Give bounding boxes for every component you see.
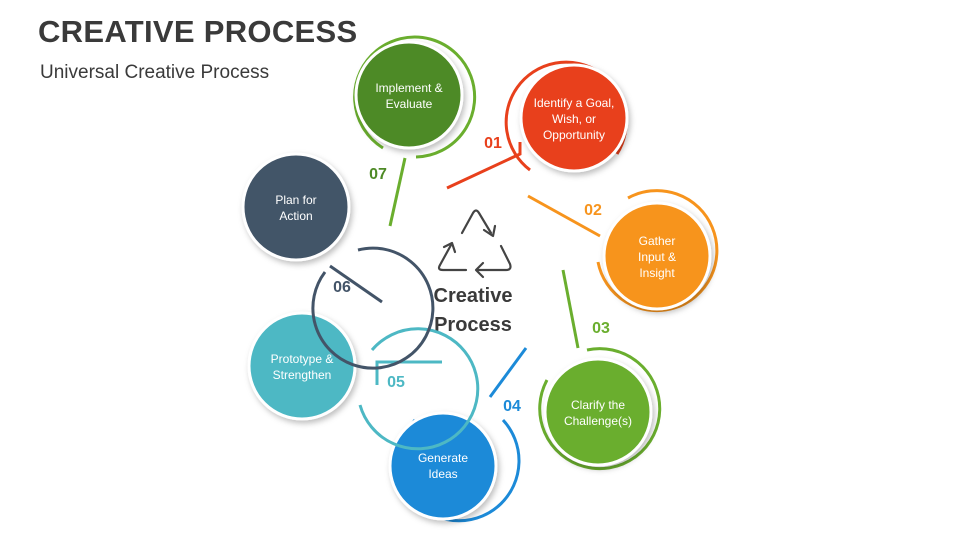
- step-04: 04 Generate Ideas: [388, 347, 528, 523]
- recycle-icon: [437, 209, 512, 279]
- step-02-connector: [527, 194, 601, 238]
- step-07-label-line2: Evaluate: [386, 97, 433, 111]
- step-06: 06 Plan for Action: [241, 152, 435, 370]
- step-01-connector: [446, 142, 522, 190]
- step-07: 07 Implement & Evaluate: [353, 35, 477, 227]
- step-06-ring: [311, 246, 435, 370]
- step-02-number: 02: [584, 202, 602, 219]
- step-01-label-line1: Identify a Goal,: [534, 96, 615, 110]
- page-subtitle: Universal Creative Process: [40, 62, 270, 83]
- step-03-connector: [561, 269, 580, 349]
- step-07-connector: [388, 157, 407, 227]
- step-01-label-line3: Opportunity: [543, 128, 605, 142]
- step-04-circle: [388, 411, 498, 521]
- step-05-label-line2: Strengthen: [273, 368, 332, 382]
- step-03: 03 Clarify the Challenge(s): [538, 269, 662, 471]
- step-04-connector: [488, 347, 528, 398]
- step-02-label-line3: Insight: [639, 266, 675, 280]
- step-05-number: 05: [387, 374, 405, 391]
- center-label-line1: Creative: [434, 285, 513, 307]
- step-02-label-line1: Gather: [639, 234, 676, 248]
- step-05-connector: [375, 360, 442, 385]
- step-06-label-line1: Plan for: [275, 193, 316, 207]
- step-07-circle: [354, 40, 464, 150]
- step-07-ring: [353, 35, 477, 159]
- step-03-label-line1: Clarify the: [571, 398, 625, 412]
- step-05-ring: [358, 327, 480, 451]
- step-01-number: 01: [484, 135, 502, 152]
- step-05-label-line1: Prototype &: [271, 352, 334, 366]
- page-title: CREATIVE PROCESS: [38, 14, 358, 49]
- step-02-ring: [596, 189, 719, 313]
- step-06-connector: [329, 264, 383, 304]
- step-06-circle: [241, 152, 351, 262]
- step-02: 02 Gather Input & Insight: [527, 189, 719, 313]
- step-07-label-line1: Implement &: [375, 81, 442, 95]
- step-03-circle: [543, 357, 653, 467]
- step-06-number: 06: [333, 279, 351, 296]
- step-01-label-line2: Wish, or: [552, 112, 596, 126]
- step-03-ring: [538, 347, 662, 471]
- step-02-label-line2: Input &: [638, 250, 676, 264]
- step-03-number: 03: [592, 320, 610, 337]
- step-01-circle: [519, 63, 629, 173]
- step-07-number: 07: [369, 166, 387, 183]
- step-02-circle: [602, 201, 712, 311]
- step-04-label-line1: Generate: [418, 451, 468, 465]
- step-05-circle: [247, 311, 357, 421]
- step-04-label-line2: Ideas: [428, 467, 457, 481]
- step-03-label-line2: Challenge(s): [564, 414, 632, 428]
- step-06-label-line2: Action: [279, 209, 312, 223]
- step-05: 05 Prototype & Strengthen: [247, 311, 480, 451]
- step-01: 01 Identify a Goal, Wish, or Opportunity: [446, 60, 629, 190]
- center-label-line2: Process: [434, 314, 512, 336]
- step-04-number: 04: [503, 398, 521, 415]
